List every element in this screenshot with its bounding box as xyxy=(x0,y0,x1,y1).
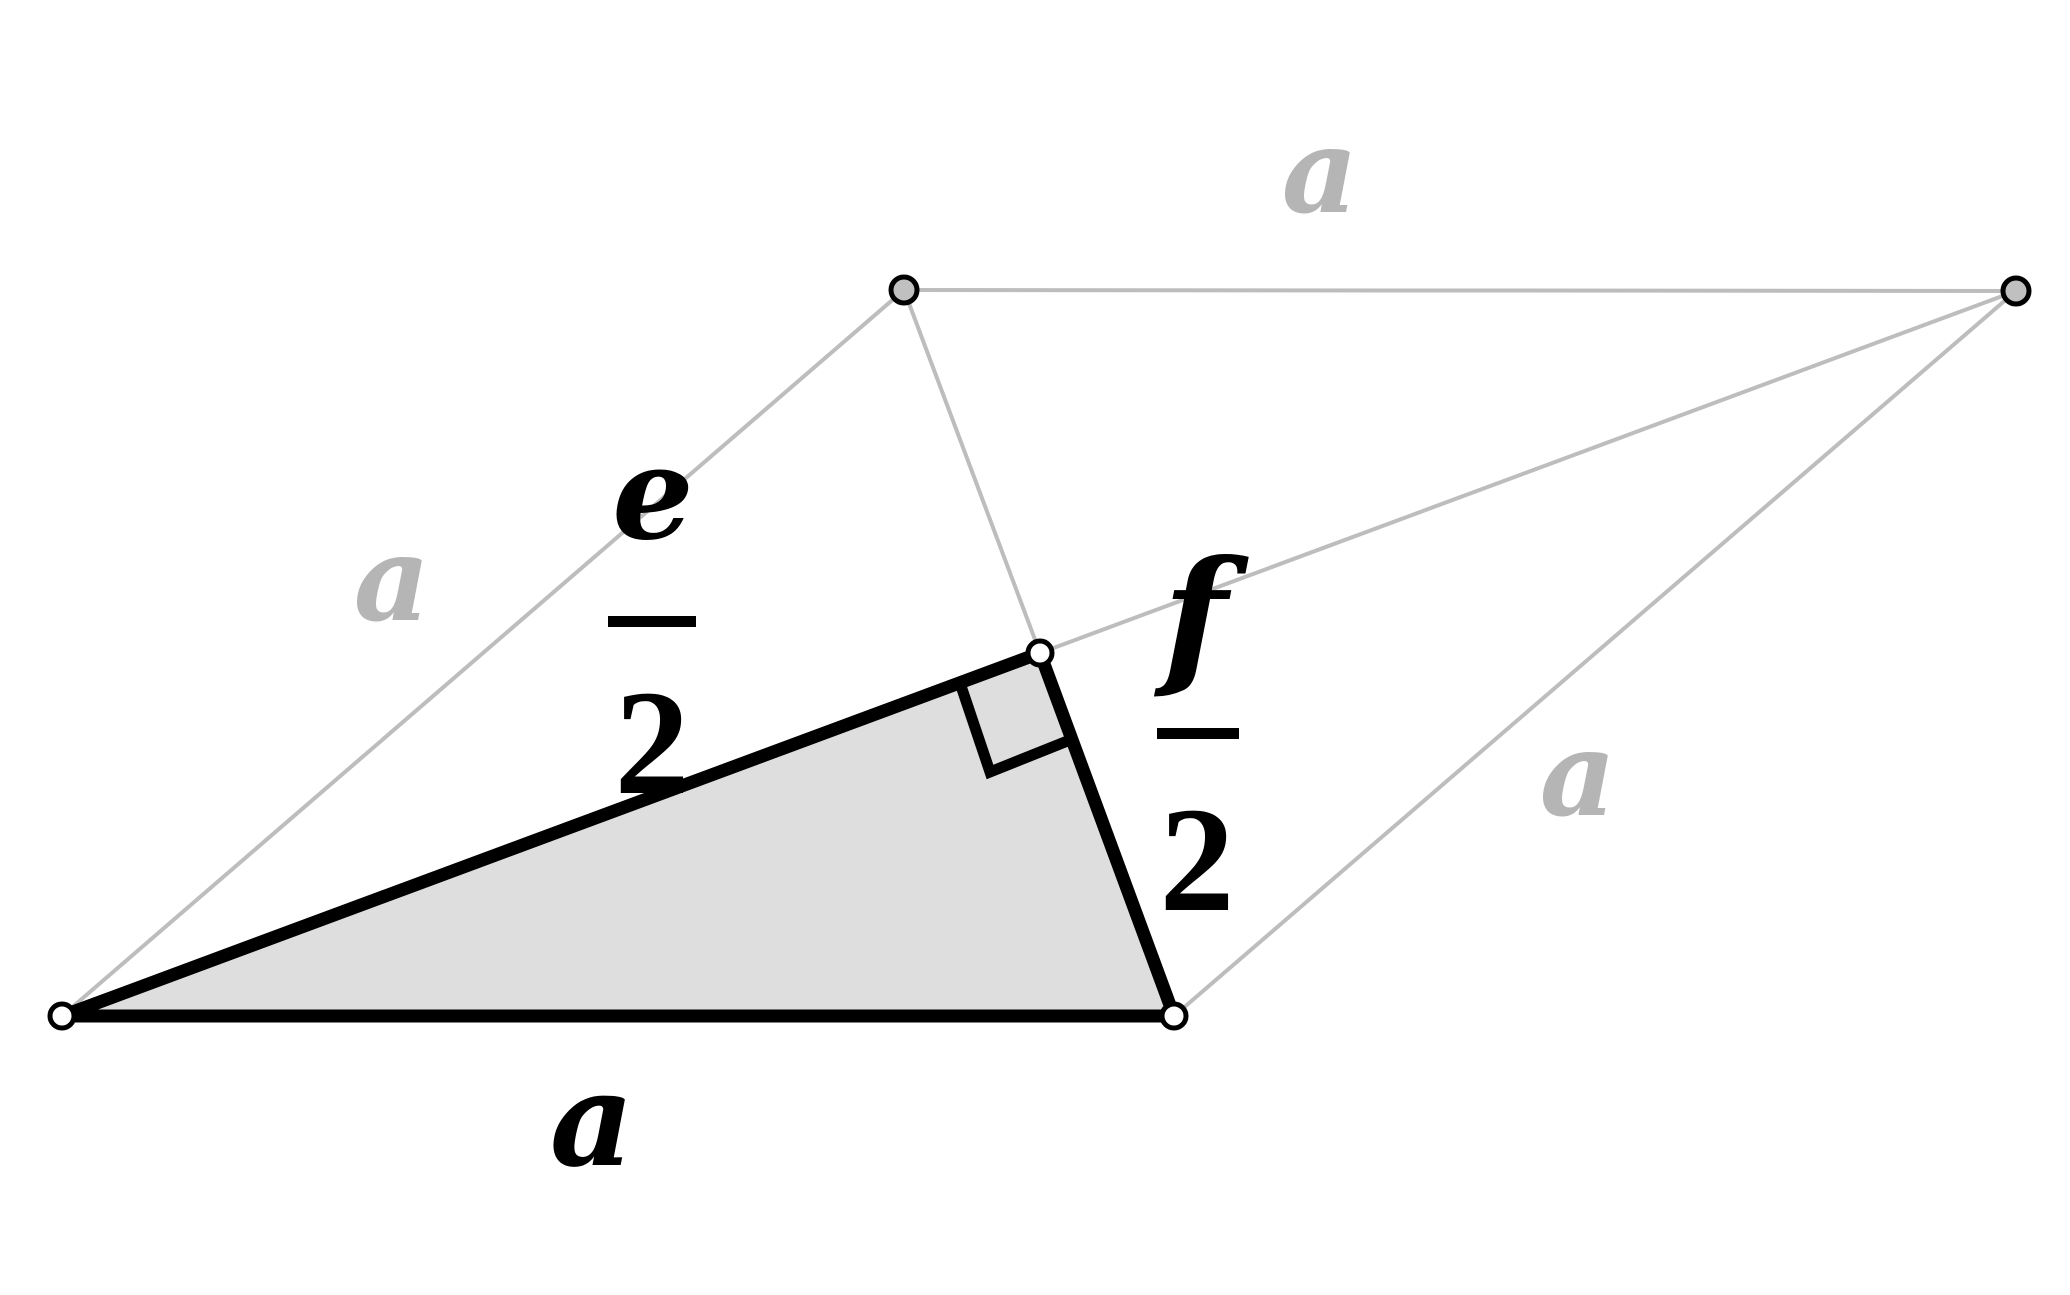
fraction-f-over-2: f 2 xyxy=(1154,528,1249,943)
label-side-left: a xyxy=(354,509,430,648)
right-angle-marker xyxy=(954,681,1073,780)
fraction-f-numerator: f xyxy=(1154,528,1249,704)
label-side-bottom: a xyxy=(550,1043,634,1196)
vertex-bottom-right xyxy=(1159,1001,1189,1031)
rhombus-side-top xyxy=(902,288,2018,293)
fraction-f-bar xyxy=(1157,728,1239,739)
triangle-side-half-e xyxy=(55,646,1047,1023)
vertices xyxy=(47,274,2032,1031)
vertex-center xyxy=(1025,638,1055,668)
diagonal-upper-half-e xyxy=(1038,289,2018,655)
fraction-e-bar xyxy=(608,616,696,627)
rhombus-outline xyxy=(60,288,2018,1018)
vertex-top-left xyxy=(888,274,920,306)
rhombus-side-right xyxy=(1172,289,2018,1018)
label-side-right: a xyxy=(1540,704,1616,843)
label-side-top: a xyxy=(1282,101,1358,240)
fraction-e-over-2: e 2 xyxy=(608,419,696,826)
right-triangle-edges xyxy=(55,646,1181,1023)
fraction-e-numerator: e xyxy=(612,419,693,569)
rhombus-side-left xyxy=(60,288,906,1018)
right-triangle-fill xyxy=(62,653,1174,1016)
triangle-side-half-f xyxy=(1033,646,1181,1023)
diagonal-upper-half-f xyxy=(902,288,1042,655)
vertex-top-right xyxy=(2000,275,2032,307)
fraction-e-denominator: 2 xyxy=(615,660,690,826)
fraction-f-denominator: 2 xyxy=(1160,777,1235,943)
vertex-bottom-left xyxy=(47,1001,77,1031)
